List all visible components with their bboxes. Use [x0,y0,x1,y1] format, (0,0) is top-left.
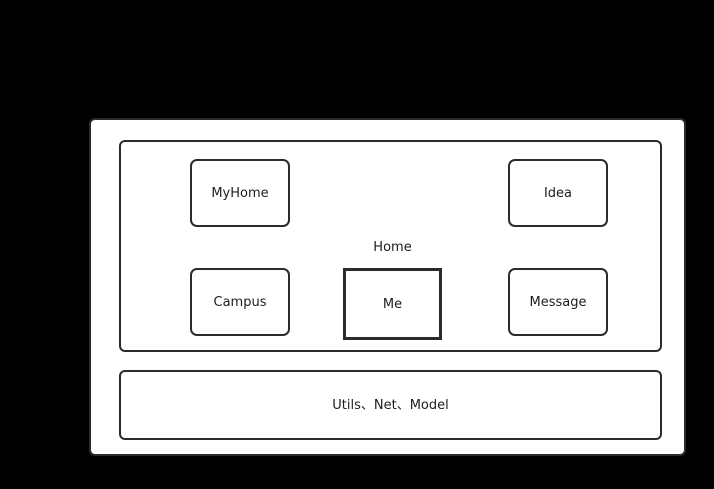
module-box-campus[interactable]: Campus [190,268,290,336]
home-layer-container: MyHome Idea Home Campus Me Message [119,140,662,352]
module-box-me[interactable]: Me [343,268,442,340]
home-layer-caption: Home [373,240,412,255]
module-box-message[interactable]: Message [508,268,608,336]
module-label-message: Message [529,294,587,310]
module-box-idea[interactable]: Idea [508,159,608,227]
base-layer-label: Utils、Net、Model [332,397,449,413]
base-layer-container[interactable]: Utils、Net、Model [119,370,662,440]
module-label-idea: Idea [543,185,573,201]
architecture-diagram-panel: MyHome Idea Home Campus Me Message Utils… [89,118,686,456]
module-label-campus: Campus [213,294,267,310]
module-box-myhome[interactable]: MyHome [190,159,290,227]
module-label-me: Me [382,296,403,312]
module-label-myhome: MyHome [211,185,269,201]
